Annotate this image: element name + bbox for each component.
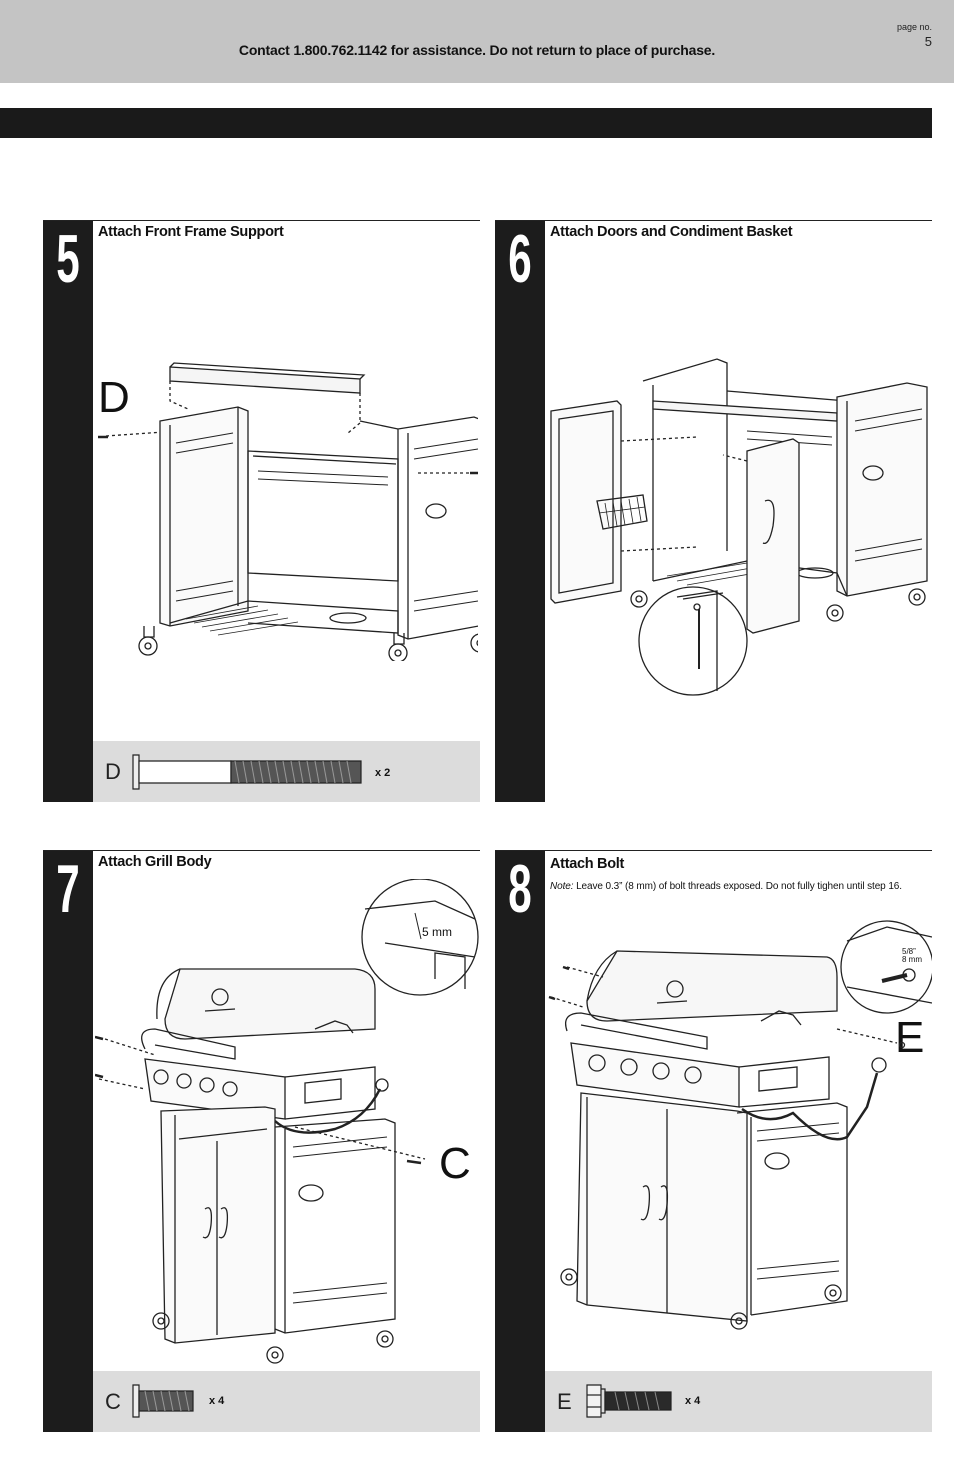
grill-body-illustration (95, 879, 479, 1364)
front-frame-support-illustration (98, 362, 478, 661)
hardware-quantity: x 4 (685, 1395, 701, 1407)
step-note: Note: Leave 0.3” (8 mm) of bolt threads … (550, 881, 902, 892)
hardware-quantity: x 2 (375, 767, 391, 779)
step-number-column: 7 (43, 851, 93, 1432)
hardware-letter: D (105, 759, 121, 784)
step-title: Attach Doors and Condiment Basket (550, 224, 793, 240)
note-text: Leave 0.3” (8 mm) of bolt threads expose… (576, 881, 902, 892)
doors-basket-illustration (550, 358, 928, 696)
hardware-letter: E (557, 1389, 572, 1414)
step-title: Attach Bolt (550, 856, 625, 872)
page-header: Contact 1.800.762.1142 for assistance. D… (0, 0, 954, 83)
callout-letter-d: D (98, 373, 130, 422)
hardware-bar: D x 2 (93, 741, 480, 802)
hardware-bar: E x 4 (545, 1371, 932, 1432)
step-number-column: 8 (495, 851, 545, 1432)
bolt-e-icon (586, 1384, 672, 1418)
step-number: 7 (56, 851, 80, 927)
step-number: 6 (508, 221, 532, 297)
attach-bolt-illustration (548, 920, 932, 1330)
hardware-bar: C x 4 (93, 1371, 480, 1432)
step-7-panel: 7 Attach Grill Body C (43, 850, 480, 1432)
page-number-label: page no. (896, 22, 932, 32)
detail-label-metric: 8 mm (902, 955, 922, 964)
detail-label-fraction: 5/8” (902, 947, 916, 956)
step-title: Attach Front Frame Support (98, 224, 284, 240)
step-5-panel: 5 Attach Front Frame Support D (43, 220, 480, 802)
page-number: 5 (924, 34, 932, 49)
step-6-panel: 6 Attach Doors and Condiment Basket (495, 220, 932, 802)
step-number: 8 (508, 851, 532, 927)
step-number-column: 5 (43, 221, 93, 802)
bolt-d-icon (132, 754, 362, 790)
step-title: Attach Grill Body (98, 854, 212, 870)
note-label: Note: (550, 881, 574, 892)
contact-assistance-text: Contact 1.800.762.1142 for assistance. D… (238, 42, 716, 58)
callout-letter-c: C (439, 1139, 471, 1188)
callout-letter-e: E (895, 1013, 925, 1062)
hardware-quantity: x 4 (209, 1395, 225, 1407)
detail-measurement-label: 5 mm (422, 925, 452, 939)
step-number-column: 6 (495, 221, 545, 802)
step-number: 5 (56, 221, 80, 297)
hardware-letter: C (105, 1389, 121, 1414)
bolt-c-icon (132, 1384, 194, 1418)
step-8-panel: 8 Attach Bolt Note: Leave 0.3” (8 mm) of… (495, 850, 932, 1432)
section-divider-bar (0, 108, 932, 138)
